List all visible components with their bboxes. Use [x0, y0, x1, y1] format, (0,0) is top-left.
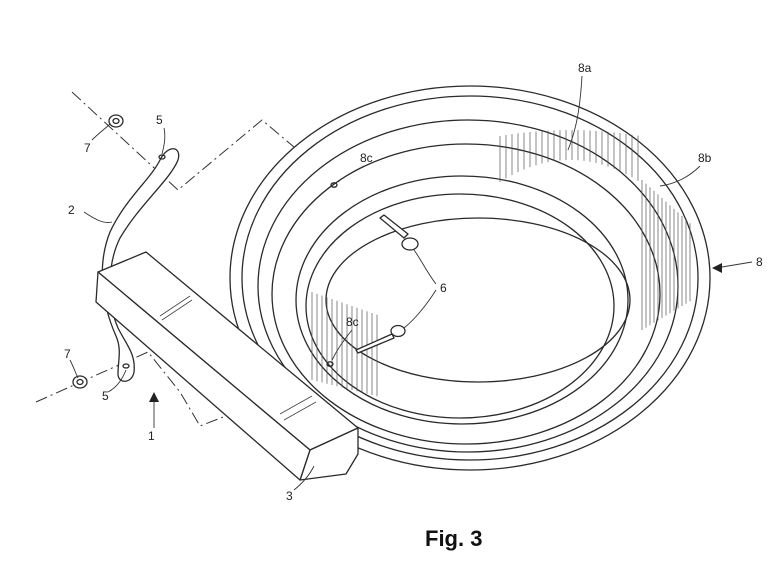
label-2: 2 — [68, 203, 75, 217]
pin-6-upper — [379, 214, 419, 251]
center-line — [35, 91, 346, 427]
label-8b: 8b — [698, 151, 712, 165]
ring-lower-hatch — [311, 292, 378, 397]
pin-6-lower — [355, 324, 406, 354]
label-1: 1 — [148, 429, 155, 443]
nut-7-bottom — [72, 375, 88, 389]
label-8c-top: 8c — [360, 151, 373, 165]
figure-caption: Fig. 3 — [425, 526, 482, 551]
ring-inner-hatch — [499, 130, 639, 182]
label-7-bottom: 7 — [64, 347, 71, 361]
label-8c-bottom: 8c — [346, 315, 359, 329]
label-8: 8 — [756, 255, 763, 269]
nut-7-top — [108, 114, 124, 128]
arrow-assembly-1 — [149, 392, 159, 402]
ring-outer-hatch — [641, 180, 691, 330]
hole-8c-top — [330, 182, 338, 188]
label-5-top: 5 — [156, 113, 163, 127]
strap-2 — [101, 148, 180, 382]
arrow-ring-8 — [712, 263, 722, 273]
label-7-top: 7 — [84, 141, 91, 155]
leader-lines — [69, 75, 753, 491]
label-3: 3 — [286, 489, 293, 503]
label-5-bottom: 5 — [102, 389, 109, 403]
hole-8c-bottom — [326, 361, 334, 367]
label-6: 6 — [440, 281, 447, 295]
bar-3 — [95, 251, 359, 481]
label-8a: 8a — [578, 61, 592, 75]
